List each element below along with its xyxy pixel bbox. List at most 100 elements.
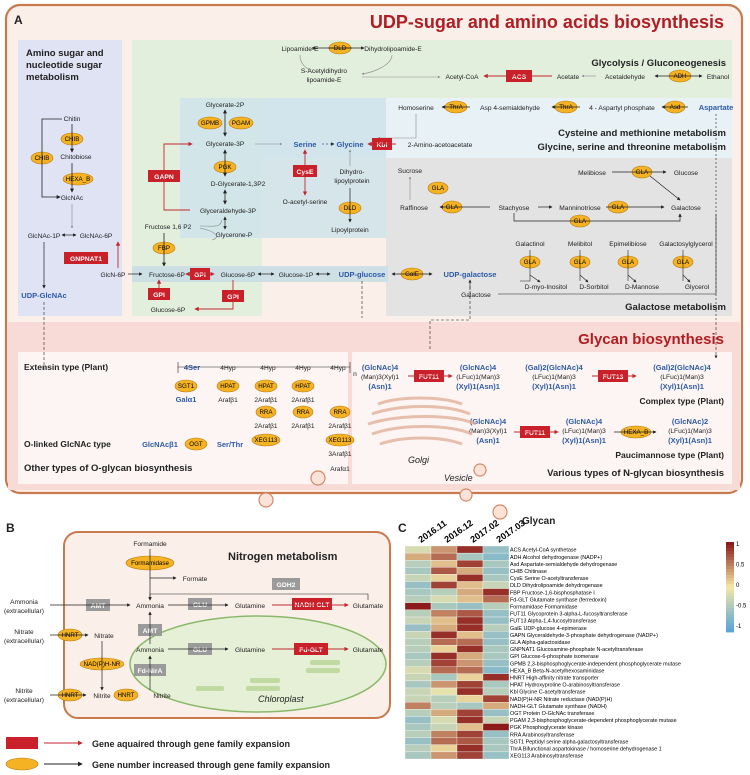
ext-ara-7: 3Arafβ1: [328, 451, 352, 458]
enzyme-asd-label: Asd: [670, 104, 681, 111]
m-manninotriose: Manninotriose: [559, 205, 601, 212]
enzyme-rra-2-label: RRA: [296, 409, 310, 416]
colorbar-segment: [726, 563, 734, 567]
m-glcnac: GlcNAc: [61, 195, 84, 202]
ext-gal: Galα1: [176, 395, 197, 404]
heatmap-cell: [456, 744, 484, 753]
m-glucose6p: Glucose-6P: [221, 272, 256, 279]
enzyme-gdh2-label: GDH2: [277, 582, 296, 589]
enzyme-rra-2: [292, 405, 314, 419]
enzyme-hpat-3: [291, 379, 315, 393]
colorbar-segment: [726, 593, 734, 597]
heatmap-cell: [482, 751, 510, 760]
heatmap-cell: [456, 652, 484, 660]
heatmap-cell: [482, 702, 510, 710]
heatmap-cell: [482, 744, 510, 753]
heatmap-cell: [430, 694, 458, 703]
m-homoserine: Homoserine: [398, 105, 434, 112]
colorbar-segment: [726, 599, 734, 603]
olinked-ser: Ser/Thr: [217, 440, 243, 449]
heatmap-cell: [404, 723, 432, 731]
c4b: (LFuc)1(Man)3: [660, 374, 704, 381]
galactose-title: Galactose metabolism: [625, 302, 726, 313]
heatmap-cell: [482, 638, 510, 646]
c2c: (Xyl)1(Asn)1: [456, 382, 500, 391]
c4c: (Xyl)1(Asn)1: [660, 382, 704, 391]
m-glucose6p-b: Glucose-6P: [151, 307, 186, 314]
enzyme-gdh2: [272, 578, 300, 590]
enzyme-gpmb-label: GPMB: [201, 120, 219, 127]
heatmap-cell: [482, 659, 510, 667]
heatmap-cell: [404, 574, 432, 582]
enzyme-xeg-2: [325, 433, 355, 447]
m-glycerol: Glycerol: [685, 284, 710, 291]
m-glycerate3p: Glycerate-3P: [206, 141, 245, 148]
pauci-title: Paucimannose type (Plant): [615, 450, 724, 460]
extensin-title: Extensin type (Plant): [24, 362, 108, 372]
heatmap-cell: [404, 545, 432, 554]
colorbar-segment: [726, 566, 734, 570]
m-glcn6p: GlcN-6P: [101, 272, 127, 279]
heatmap-cell: [482, 666, 510, 674]
heatmap-cell: [404, 595, 432, 603]
enzyme-gpi-1-label: GPI: [194, 272, 206, 279]
colorbar-segment: [726, 557, 734, 561]
amino-sugar-title-2: nucleotide sugar: [26, 60, 102, 71]
legend-red-label: Gene aquaired through gene family expans…: [92, 739, 290, 749]
m-raffinose: Raffinose: [400, 205, 428, 212]
heatmap-cell: [430, 652, 458, 660]
c1b: (Man)3(Xyl)1: [361, 374, 399, 381]
m-glycerone: Glycerone-P: [216, 232, 253, 239]
heatmap-row-label: Kbl Glycine C-acetyltransferase: [510, 690, 586, 696]
heatmap-cell: [404, 609, 432, 618]
b-ammonia: Ammonia: [136, 603, 164, 610]
b-glutamine: Glutamine: [235, 603, 265, 610]
enzyme-gpi-2: [148, 288, 170, 300]
heatmap-cell: [404, 623, 432, 632]
ext-ammonia-1: Ammonia: [10, 599, 38, 606]
enzyme-gla-1: [427, 181, 449, 195]
ext-ammonia-2: (extracellular): [4, 608, 44, 615]
m-aspartyl: 4 - Aspartyl phosphate: [589, 105, 655, 112]
heatmap-cell: [456, 631, 484, 639]
m-s-acetyl-1: S-Acetyldihydro: [301, 68, 348, 75]
b-nitrite: Nitrite: [93, 693, 111, 700]
heatmap-cell: [430, 723, 458, 731]
amino-sugar-title-3: metabolism: [26, 72, 79, 83]
heatmap-cell: [456, 673, 484, 682]
colorbar-tick: 0.5: [736, 563, 745, 569]
heatmap-cell: [456, 702, 484, 710]
heatmap-cell: [404, 702, 432, 710]
golgi-label: Golgi: [408, 455, 430, 465]
enzyme-kbl-label: Kbl: [377, 142, 388, 149]
heatmap-cell: [404, 552, 432, 561]
heatmap-row-label: NADH-GLT Glutamate synthase (NADH): [510, 704, 607, 710]
p1a: (GlcNAc)4: [470, 417, 507, 426]
heatmap-cell: [456, 723, 484, 731]
heatmap-cell: [430, 609, 458, 618]
p3c: (Xyl)1(Asn)1: [668, 436, 712, 445]
colorbar-segment: [726, 584, 734, 588]
c3a: (Gal)2(GlcNAc)4: [525, 363, 583, 372]
enzyme-dld-label: DLD: [334, 45, 347, 52]
heatmap-cell: [482, 567, 510, 575]
heatmap-cell: [482, 673, 510, 682]
heatmap-row-label: PGK Phosphoglycerate kinase: [510, 725, 583, 731]
heatmap-row-label: CysE Serine O-acetyltransferase: [510, 576, 589, 582]
heatmap-cell: [430, 730, 458, 738]
enzyme-gla-7-label: GLA: [574, 259, 587, 266]
heatmap-cell: [430, 545, 458, 554]
m-epimelibiose: Epimelibiose: [609, 241, 647, 248]
p1c: (Asn)1: [476, 436, 499, 445]
heatmap-cell: [456, 659, 484, 667]
heatmap-cell: [404, 744, 432, 753]
heatmap-cell: [430, 716, 458, 724]
enzyme-sgt1: [174, 379, 198, 393]
heatmap-cell: [456, 709, 484, 717]
enzyme-rra-1-label: RRA: [259, 409, 273, 416]
enzyme-rra-3: [329, 405, 351, 419]
galactose-bg: [386, 158, 732, 316]
enzyme-hexa-b-2-label: HEXA_B: [624, 429, 648, 436]
